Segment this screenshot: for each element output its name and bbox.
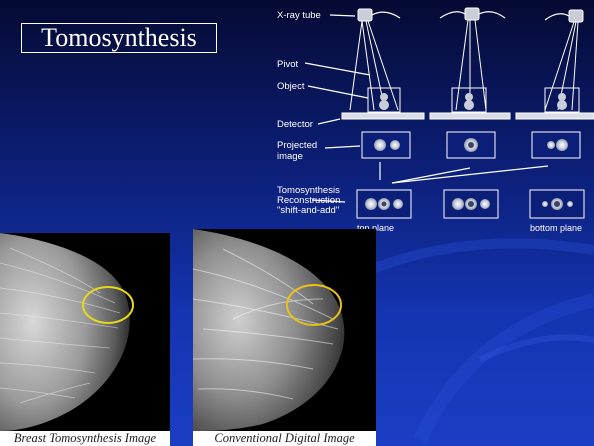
label-projected-line2: image [277,151,303,162]
reconstruction-image [444,190,498,218]
label-object: Object [277,81,305,92]
xray-tube-icon [440,8,505,20]
projected-image [447,132,495,158]
tomosynthesis-mammogram [0,233,170,431]
label-bottom-plane: bottom plane [530,223,582,233]
label-pivot: Pivot [277,59,298,70]
tomosynthesis-diagram: X-ray tube Pivot Object Detector Project… [270,0,594,236]
xray-tube-icon [358,9,400,21]
xray-tube-icon [545,10,583,22]
label-projected-line1: Projected [277,140,317,151]
reconstruction-image [530,190,584,218]
detector-plate [342,113,594,119]
slide-title: Tomosynthesis [21,23,217,53]
label-recon-line3: "shift-and-add" [277,205,339,216]
conventional-mammogram [193,229,376,431]
tomosynthesis-caption: Breast Tomosynthesis Image [0,431,170,446]
projected-image [362,132,410,158]
label-detector: Detector [277,119,313,130]
projected-image [532,132,580,158]
label-xray-tube: X-ray tube [277,10,321,21]
conventional-caption: Conventional Digital Image [193,431,376,446]
label-arrows [305,15,548,202]
reconstruction-image [357,190,411,218]
